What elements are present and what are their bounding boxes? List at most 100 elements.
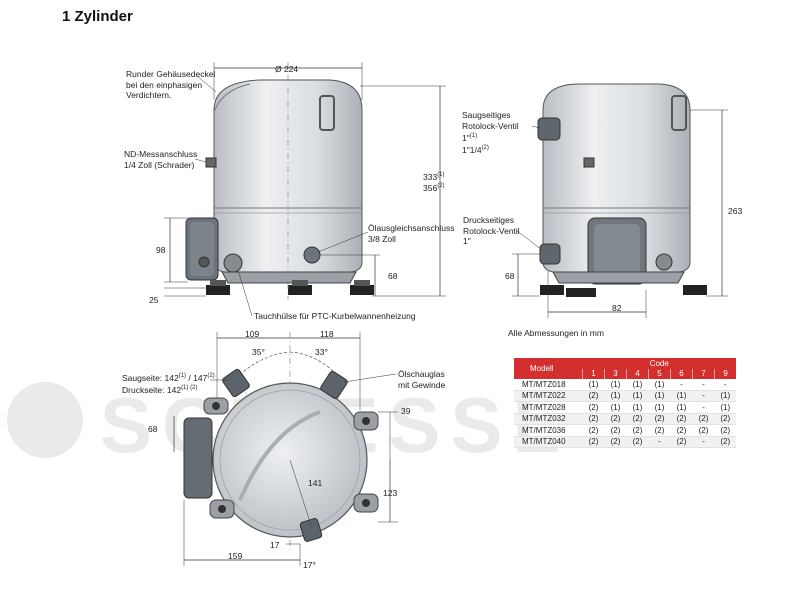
dim-82: 82 [612, 303, 622, 313]
table-code-cell: 6 [670, 368, 693, 379]
table-cell: (1) [626, 379, 649, 391]
dim-diameter: Ø 224 [275, 64, 299, 74]
table-cell: (1) [648, 390, 671, 402]
angle-33: 33° [315, 347, 328, 357]
dim-68-front: 68 [388, 271, 398, 281]
table-cell: (2) [582, 390, 605, 402]
table-cell: (1) [626, 390, 649, 402]
table-cell: (2) [582, 401, 605, 414]
table-cell: - [692, 401, 715, 414]
table-cell: (2) [670, 424, 693, 437]
table-code-cell: 3 [604, 368, 627, 379]
table-cell: (2) [582, 413, 605, 425]
table-cell-model: MT/MTZ040 [514, 436, 583, 448]
dim-123: 123 [383, 488, 398, 498]
table-row: MT/MTZ036(2)(2)(2)(2)(2)(2)(2) [514, 424, 736, 437]
table-cell: (2) [626, 436, 649, 448]
table-header-code: Code [582, 358, 736, 369]
dim-height-2: 356(2) [423, 183, 445, 193]
table-code-cell: 1 [582, 368, 605, 379]
table-cell-model: MT/MTZ036 [514, 424, 583, 437]
table-cell: (1) [604, 401, 627, 414]
table-code-cell: 4 [626, 368, 649, 379]
table-cell: (2) [692, 413, 715, 425]
dim-68-side: 68 [505, 271, 515, 281]
dim-17: 17 [270, 540, 280, 550]
table-cell: (1) [670, 390, 693, 402]
table-row: MT/MTZ040(2)(2)(2)-(2)-(2) [514, 436, 736, 448]
dim-141: 141 [308, 478, 323, 488]
table-cell: - [692, 379, 715, 391]
suction-valve-label: Saugseitiges Rotolock-Ventil 1"(1) 1"1/4… [462, 110, 519, 156]
page-title: 1 Zylinder [62, 8, 133, 25]
table-cell-model: MT/MTZ032 [514, 413, 583, 425]
side-view [512, 83, 728, 318]
table-cell: (2) [648, 424, 671, 437]
table-cell: (1) [714, 401, 736, 414]
suction-side-label: Saugseite: 142(1) / 147(2) Druckseite: 1… [122, 372, 215, 396]
table-cell: (1) [670, 401, 693, 414]
dim-25: 25 [149, 295, 159, 305]
table-cell: (2) [626, 424, 649, 437]
table-cell: (1) [582, 379, 605, 391]
table-cell: (1) [714, 390, 736, 402]
dim-39: 39 [401, 406, 411, 416]
dim-159: 159 [228, 551, 243, 561]
table-cell-model: MT/MTZ028 [514, 401, 583, 414]
dim-109: 109 [245, 329, 260, 339]
dim-118: 118 [320, 329, 334, 339]
angle-17: 17° [303, 560, 316, 570]
table-cell: (1) [648, 401, 671, 414]
table-header-row: Modell Code [514, 358, 736, 379]
table-cell-model: MT/MTZ018 [514, 379, 583, 391]
table-cell: (2) [604, 413, 627, 425]
table-cell-model: MT/MTZ022 [514, 390, 583, 402]
dim-98: 98 [156, 245, 166, 255]
dim-68-top: 68 [148, 424, 158, 434]
table-cell: (2) [714, 424, 736, 437]
table-cell: (2) [670, 436, 693, 448]
table-cell: (1) [604, 390, 627, 402]
table-header-model: Modell [514, 358, 583, 379]
table-cell: (2) [714, 436, 736, 448]
table-cell: (2) [670, 413, 693, 425]
ptc-sleeve-label: Tauchhülse für PTC-Kurbelwannenheizung [254, 311, 416, 321]
table-cell: - [714, 379, 736, 391]
table-code-cell: 9 [714, 368, 736, 379]
table-cell: (2) [582, 436, 605, 448]
dim-263: 263 [728, 206, 743, 216]
table-row: MT/MTZ028(2)(1)(1)(1)(1)-(1) [514, 401, 736, 414]
dim-height-1: 333(1) [423, 172, 445, 182]
table-cell: (1) [626, 401, 649, 414]
table-row: MT/MTZ018(1)(1)(1)(1)--- [514, 379, 736, 391]
angle-35: 35° [252, 347, 265, 357]
table-cell: (1) [604, 379, 627, 391]
table-cell: (2) [648, 413, 671, 425]
table-code-cell: 7 [692, 368, 715, 379]
table-cell: (2) [604, 424, 627, 437]
table-cell: (2) [582, 424, 605, 437]
table-cell: - [692, 436, 715, 448]
table-row: MT/MTZ032(2)(2)(2)(2)(2)(2)(2) [514, 413, 736, 425]
table-cell: - [670, 379, 693, 391]
all-dimensions-note: Alle Abmessungen in mm [508, 328, 604, 338]
table-cell: (2) [692, 424, 715, 437]
table-cell: (2) [714, 413, 736, 425]
top-view [173, 332, 398, 566]
table-row: MT/MTZ022(2)(1)(1)(1)(1)-(1) [514, 390, 736, 402]
table-cell: (2) [604, 436, 627, 448]
table-cell: (1) [648, 379, 671, 391]
front-view [164, 62, 446, 317]
table-cell: (2) [626, 413, 649, 425]
table-cell: - [648, 436, 671, 448]
table-body: MT/MTZ018(1)(1)(1)(1)---MT/MTZ022(2)(1)(… [514, 379, 736, 448]
table-code-cell: 5 [648, 368, 671, 379]
